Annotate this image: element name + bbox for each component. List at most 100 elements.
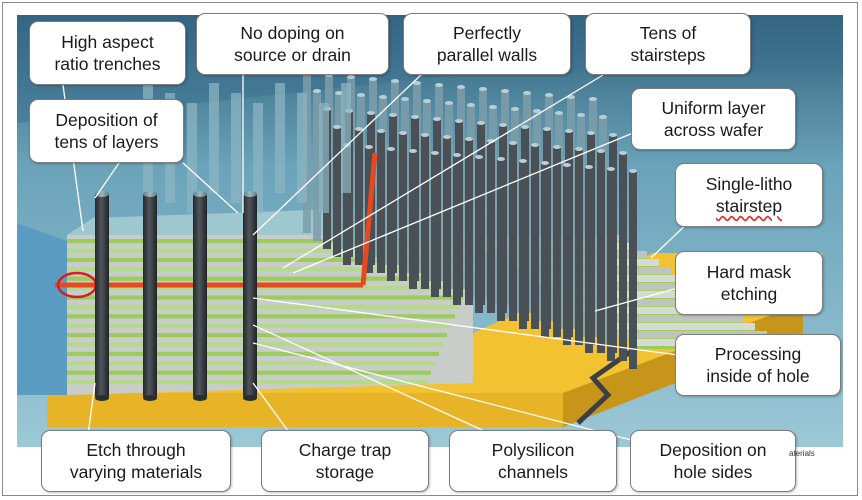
callout-line: Charge trap (298, 440, 392, 460)
back-pillar (575, 149, 583, 345)
back-pillar-top (313, 89, 321, 93)
callout-line: Etch through (86, 440, 186, 460)
back-pillar-top (389, 113, 397, 117)
left-side-wall (17, 223, 67, 395)
callout-line: stairsteps (630, 45, 706, 65)
back-pillar (519, 161, 527, 329)
back-pillar-top (355, 127, 363, 131)
back-pillar-top (597, 149, 605, 153)
callout-line: Uniform layer (661, 98, 766, 118)
callout-line: channels (497, 462, 569, 482)
back-pillar-top (533, 109, 541, 113)
back-pillar (431, 153, 439, 297)
back-pillar-top (489, 105, 497, 109)
layer-stripe (67, 304, 459, 309)
back-pillar-top (421, 133, 429, 137)
back-pillar (509, 143, 517, 321)
front-pillar-top (193, 191, 207, 197)
upper-pillar (231, 93, 241, 203)
callout-line: parallel walls (436, 45, 538, 65)
callout-line: tens of layers (54, 132, 159, 152)
layer-stripe (67, 239, 487, 244)
stair-step (581, 307, 731, 314)
callout-line: Single-litho (705, 174, 793, 194)
back-pillar (343, 145, 351, 265)
stair-step (605, 323, 755, 330)
back-pillar (541, 163, 549, 337)
back-pillar (629, 171, 637, 369)
back-pillar (553, 147, 561, 337)
front-pillar-top (243, 191, 257, 197)
back-pillar-top (589, 97, 597, 101)
back-pillar-top (409, 149, 417, 153)
callout-line: across wafer (663, 120, 764, 140)
back-pillar-top (365, 145, 373, 149)
upper-pillar (187, 103, 197, 213)
back-pillar-top (377, 129, 385, 133)
3d-nand-cross-section (17, 15, 843, 447)
back-pillar (607, 169, 615, 361)
callout-line: High aspect (61, 32, 154, 52)
back-pillar-top (521, 125, 529, 129)
layer-stripe (67, 314, 455, 319)
back-pillar-top (509, 141, 517, 145)
callout-line: inside of hole (706, 366, 810, 386)
back-pillar-top (577, 113, 585, 117)
back-pillar-top (531, 143, 539, 147)
back-pillar-top (433, 117, 441, 121)
stair-step (569, 299, 719, 306)
back-pillar-top (553, 145, 561, 149)
callout-line: Perfectly (452, 23, 522, 43)
back-pillar (497, 159, 505, 321)
back-pillar-top (423, 99, 431, 103)
back-pillar-top (431, 151, 439, 155)
callout-line: Tens of (639, 23, 697, 43)
layer-stripe (67, 276, 471, 281)
callout-line: storage (315, 462, 375, 482)
back-pillar-top (457, 85, 465, 89)
back-pillar-top (565, 129, 573, 133)
back-pillar-top (465, 137, 473, 141)
back-pillar (531, 145, 539, 329)
back-pillar-top (443, 135, 451, 139)
back-pillar-top (563, 163, 571, 167)
back-pillar-top (333, 125, 341, 129)
back-pillar-top (499, 123, 507, 127)
back-pillar (409, 151, 417, 289)
callout-line: Deposition on (659, 440, 767, 460)
front-pillar-bottom (243, 395, 257, 401)
back-pillar (399, 133, 407, 281)
back-pillar (453, 155, 461, 305)
image-credit: aterials (789, 449, 815, 458)
upper-pillar (319, 103, 329, 213)
back-pillar-top (599, 115, 607, 119)
back-pillar-top (379, 95, 387, 99)
back-pillar-top (511, 107, 519, 111)
back-pillar (597, 151, 605, 353)
back-pillars (143, 71, 637, 369)
layer-stripe (67, 286, 467, 291)
back-pillar-top (479, 87, 487, 91)
back-pillar-top (399, 131, 407, 135)
back-pillar-top (523, 91, 531, 95)
back-pillar-top (607, 167, 615, 171)
front-pillar (193, 193, 207, 399)
back-pillar-top (413, 81, 421, 85)
front-pillar (143, 193, 157, 399)
back-pillar-top (347, 75, 355, 79)
back-pillar (487, 141, 495, 313)
callout-line: Hard mask (706, 262, 792, 282)
back-pillar-top (477, 121, 485, 125)
back-pillar-top (575, 147, 583, 151)
front-pillar-bottom (193, 395, 207, 401)
back-pillar-top (467, 103, 475, 107)
back-pillar (355, 129, 363, 265)
front-pillar-bottom (95, 395, 109, 401)
